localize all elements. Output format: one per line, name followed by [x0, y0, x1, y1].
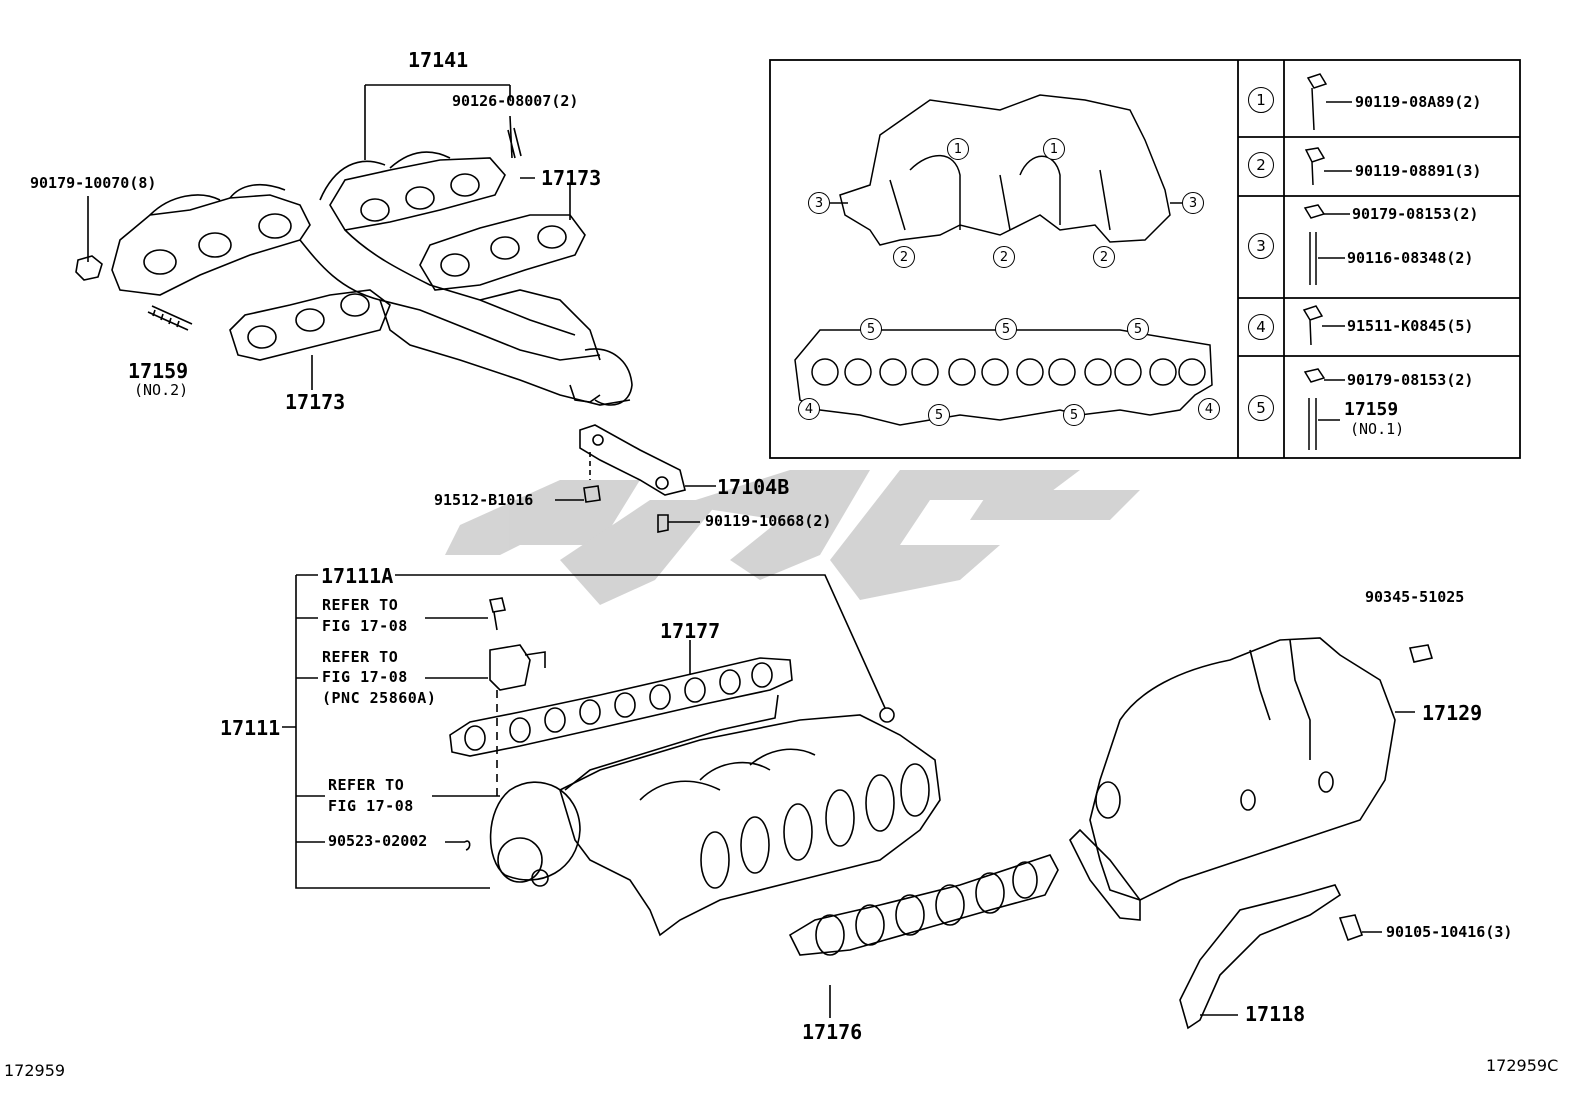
- footer-code-right: 172959C: [1486, 1056, 1559, 1075]
- label-17173-top[interactable]: 17173: [541, 166, 602, 190]
- inset-callout-2a: 2: [893, 246, 915, 268]
- refer-note-2-line1: REFER TO: [322, 648, 399, 666]
- legend-part-2[interactable]: 90119-08891(3): [1355, 162, 1482, 180]
- label-17176[interactable]: 17176: [802, 1020, 863, 1044]
- refer-note-3-line2: FIG 17-08: [328, 797, 414, 815]
- inset-callout-1a: 1: [947, 138, 969, 160]
- legend-num-5: 5: [1248, 395, 1274, 421]
- inset-callout-3a: 3: [808, 192, 830, 214]
- inset-callout-2c: 2: [1093, 246, 1115, 268]
- legend-part-5c: (NO.1): [1350, 420, 1405, 438]
- label-17159-no2-sub: (NO.2): [134, 381, 189, 399]
- footer-code-left: 172959: [4, 1061, 66, 1080]
- label-91512-b1016[interactable]: 91512-B1016: [434, 491, 534, 509]
- label-17141[interactable]: 17141: [408, 48, 469, 72]
- refer-note-3-line1: REFER TO: [328, 776, 405, 794]
- legend-part-3b[interactable]: 90116-08348(2): [1347, 249, 1474, 267]
- inset-callout-5e: 5: [1063, 404, 1085, 426]
- refer-note-2-line2: FIG 17-08: [322, 668, 408, 686]
- label-90105-10416[interactable]: 90105-10416(3): [1386, 923, 1513, 941]
- inset-callout-1b: 1: [1043, 138, 1065, 160]
- legend-part-5b[interactable]: 17159: [1344, 399, 1399, 420]
- label-17159-no2[interactable]: 17159: [128, 359, 189, 383]
- refer-note-1-line2: FIG 17-08: [322, 617, 408, 635]
- inset-callout-5d: 5: [928, 404, 950, 426]
- label-17173-bottom[interactable]: 17173: [285, 390, 346, 414]
- refer-note-1-line1: REFER TO: [322, 596, 399, 614]
- legend-num-1: 1: [1248, 87, 1274, 113]
- legend-part-4[interactable]: 91511-K0845(5): [1347, 317, 1474, 335]
- label-90523-02002[interactable]: 90523-02002: [328, 832, 428, 850]
- label-17111[interactable]: 17111: [220, 716, 281, 740]
- legend-part-5a[interactable]: 90179-08153(2): [1347, 371, 1474, 389]
- inset-callout-4b: 4: [1198, 398, 1220, 420]
- label-17104b[interactable]: 17104B: [717, 475, 790, 499]
- inset-callout-5b: 5: [995, 318, 1017, 340]
- label-17129[interactable]: 17129: [1422, 701, 1483, 725]
- label-90179-10070[interactable]: 90179-10070(8): [30, 174, 157, 192]
- label-90119-10668[interactable]: 90119-10668(2): [705, 512, 832, 530]
- inset-callout-5a: 5: [860, 318, 882, 340]
- refer-note-2-line3: (PNC 25860A): [322, 689, 437, 707]
- label-17177[interactable]: 17177: [660, 619, 721, 643]
- inset-callout-5c: 5: [1127, 318, 1149, 340]
- inset-callout-4a: 4: [798, 398, 820, 420]
- legend-num-3: 3: [1248, 233, 1274, 259]
- legend-part-1[interactable]: 90119-08A89(2): [1355, 93, 1482, 111]
- label-90345-51025[interactable]: 90345-51025: [1365, 588, 1465, 606]
- inset-callout-2b: 2: [993, 246, 1015, 268]
- label-17111a[interactable]: 17111A: [321, 564, 394, 588]
- legend-part-3a[interactable]: 90179-08153(2): [1352, 205, 1479, 223]
- inset-callout-3b: 3: [1182, 192, 1204, 214]
- legend-num-2: 2: [1248, 152, 1274, 178]
- watermark-logo: [445, 470, 1140, 605]
- label-17118[interactable]: 17118: [1245, 1002, 1306, 1026]
- legend-num-4: 4: [1248, 314, 1274, 340]
- label-90126-08007[interactable]: 90126-08007(2): [452, 92, 579, 110]
